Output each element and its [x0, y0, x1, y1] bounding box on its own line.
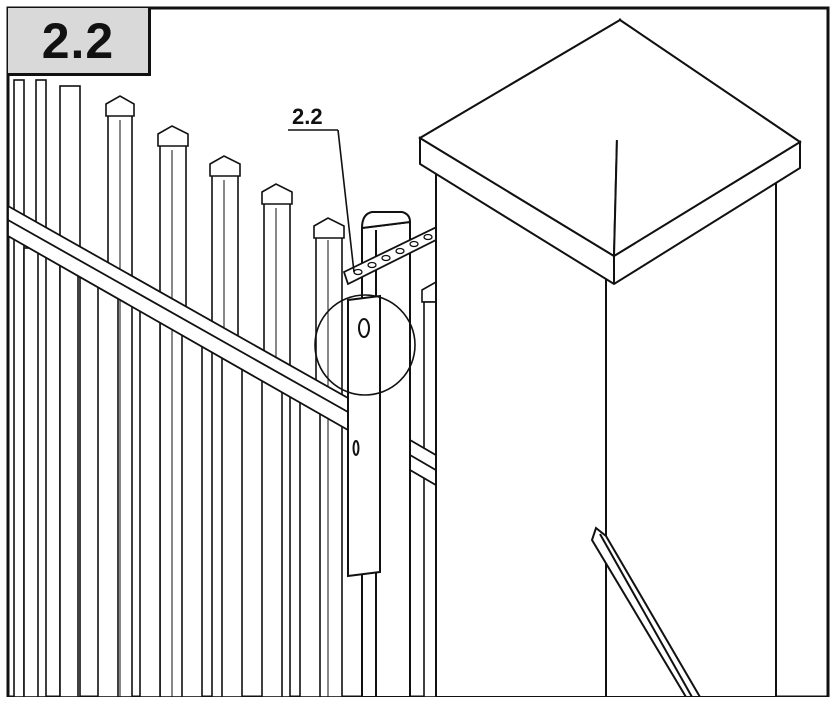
callout-leader	[288, 129, 355, 273]
callout-label: 2.2	[292, 104, 323, 129]
step-badge: 2.2	[8, 8, 151, 76]
step-number: 2.2	[41, 12, 115, 69]
gate-stile	[347, 294, 381, 578]
detail-circle	[314, 294, 416, 396]
stone-post	[418, 18, 802, 698]
